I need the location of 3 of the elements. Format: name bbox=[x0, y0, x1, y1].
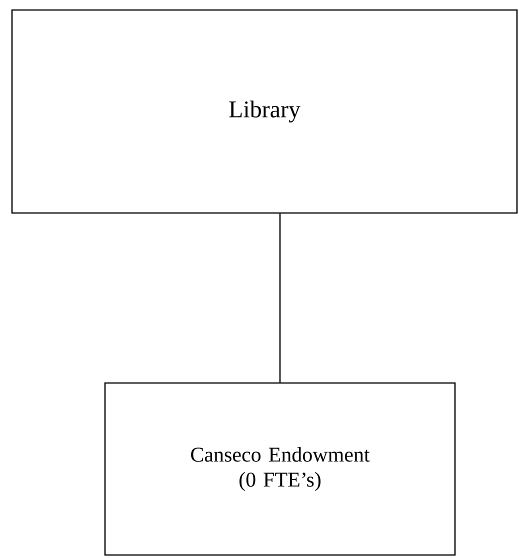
connector-line bbox=[279, 214, 281, 382]
box: Canseco Endowment (0 FTE’s) bbox=[104, 382, 456, 556]
box: Library bbox=[11, 9, 518, 214]
